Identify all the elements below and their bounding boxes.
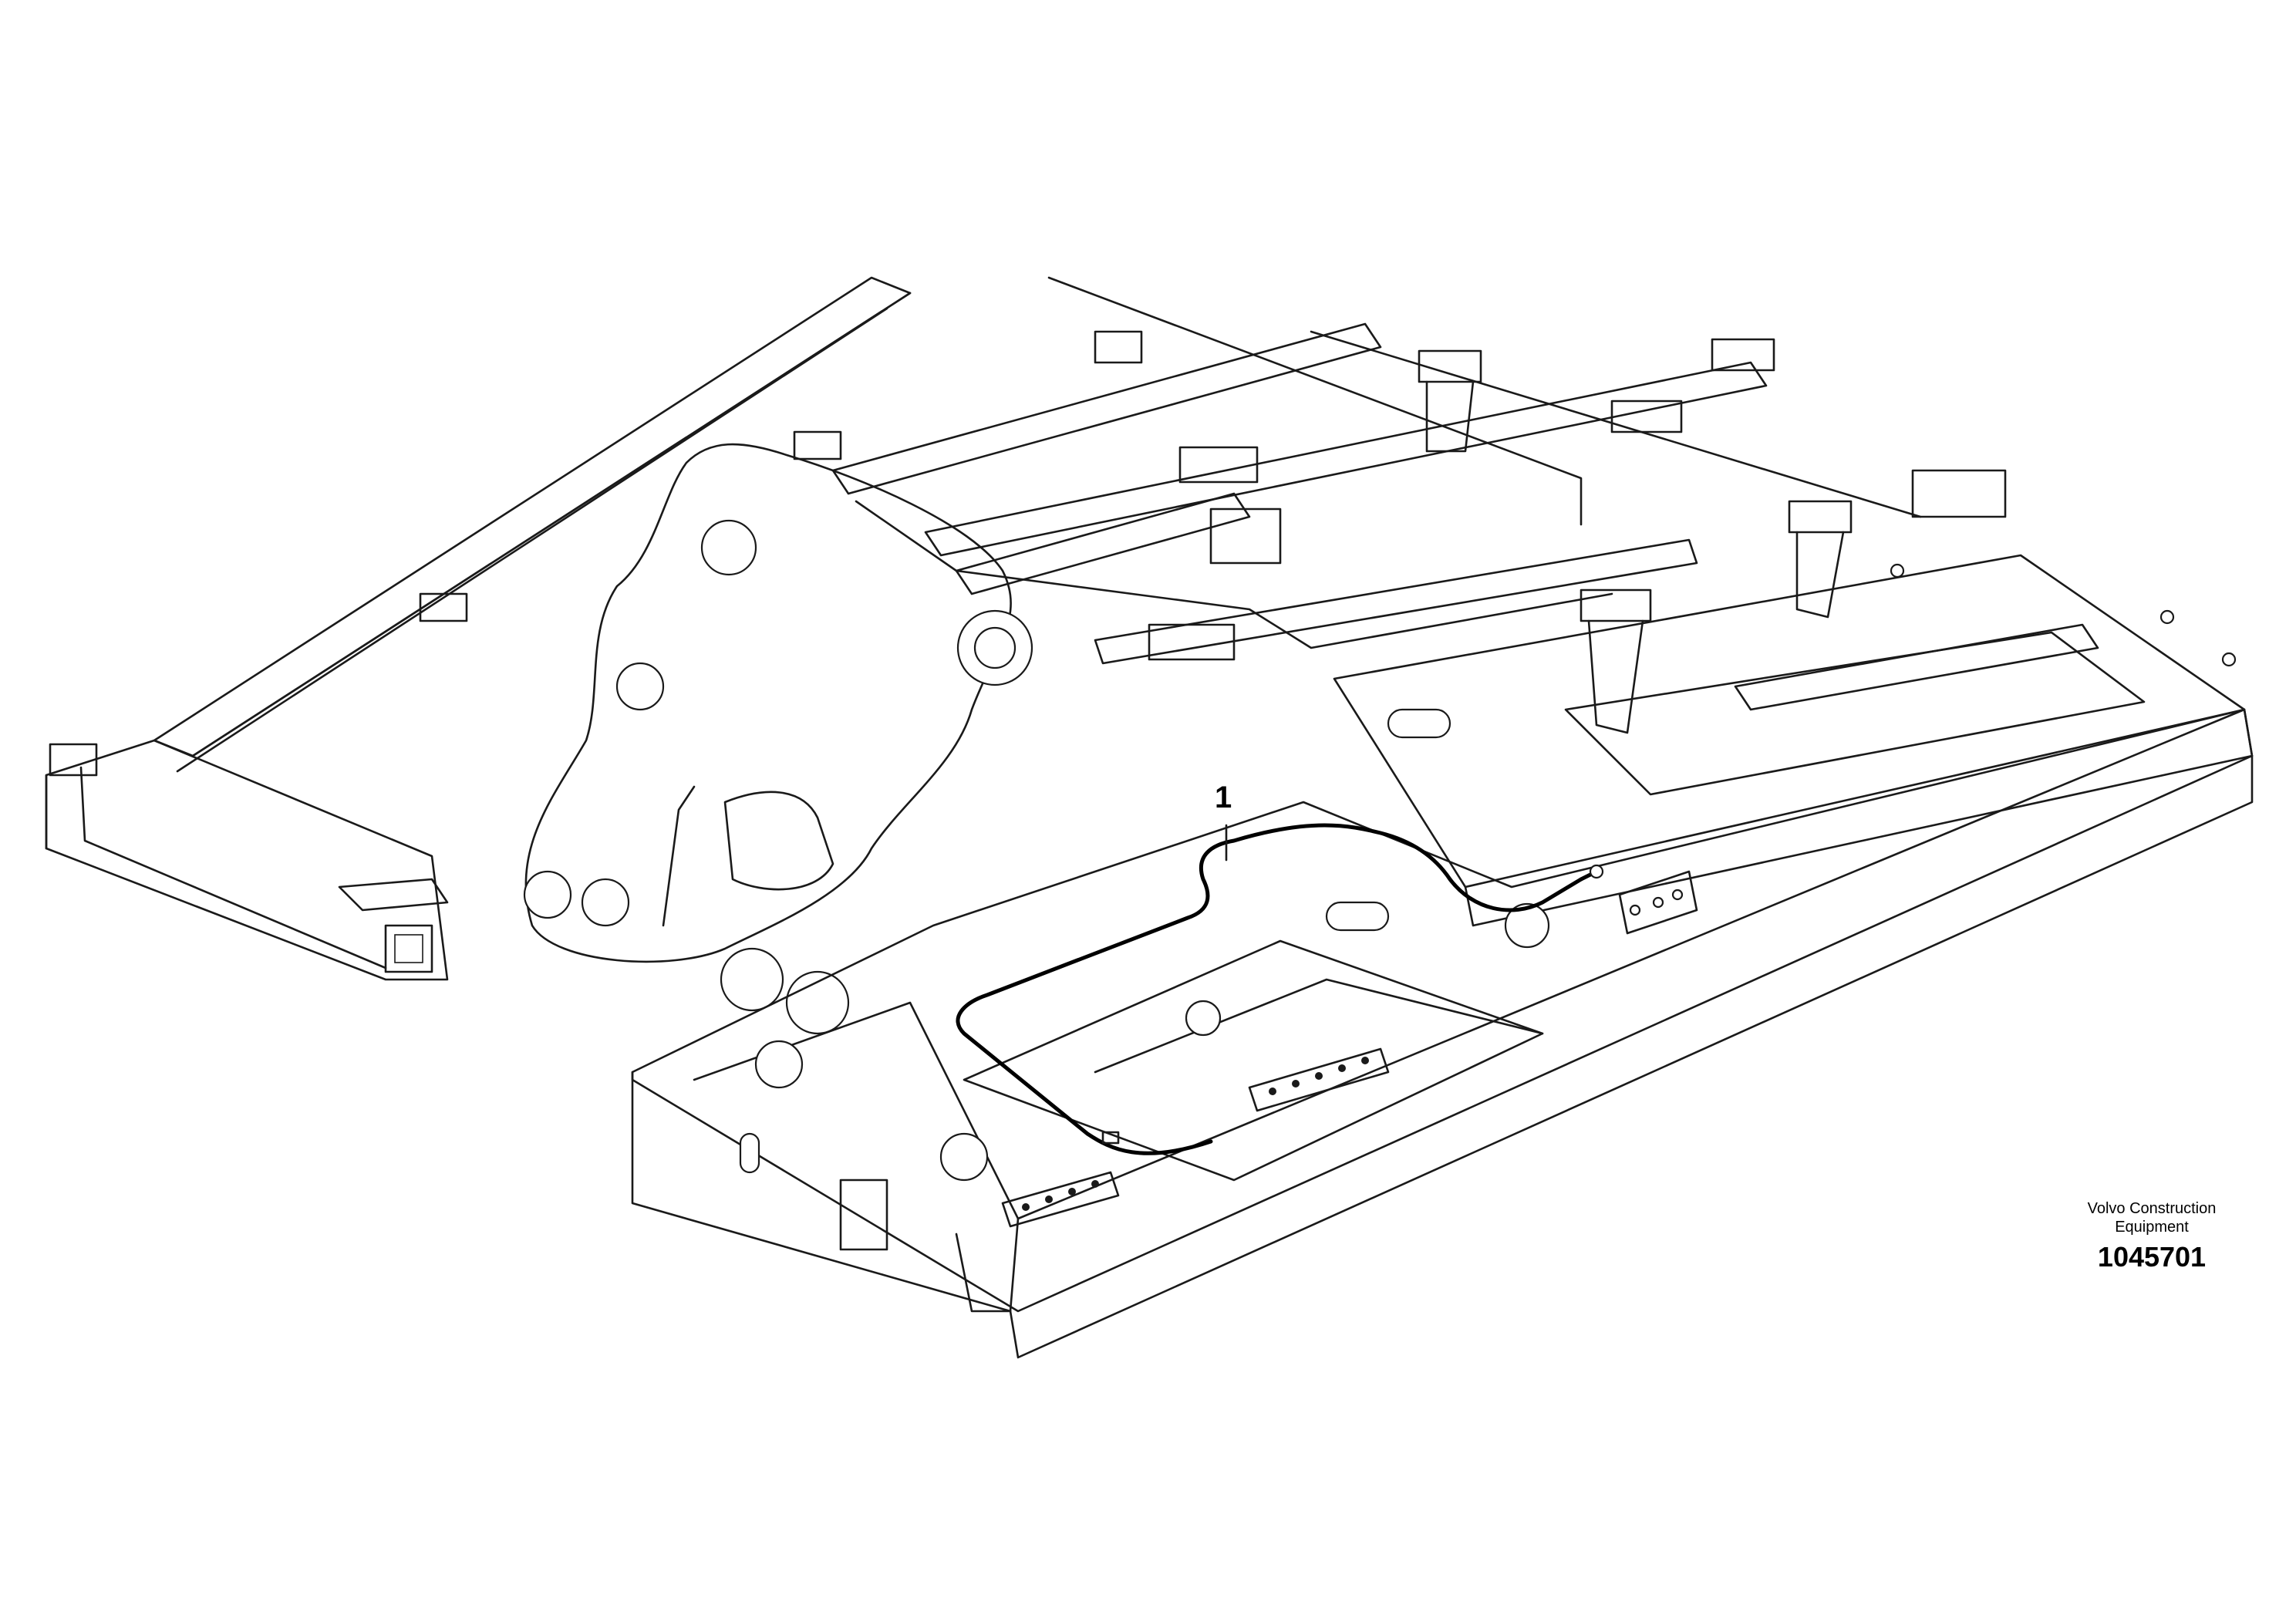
left-frame-block (45, 739, 449, 981)
wiring-harness (956, 823, 1604, 1155)
boom-mount (523, 443, 1033, 1035)
callout-label-1: 1 (1215, 781, 1232, 814)
connector-block (1618, 870, 1698, 935)
brand-line-1: Volvo Construction (2087, 1200, 2217, 1217)
bracket-pedestals (1094, 330, 2007, 734)
rear-beam (153, 276, 912, 773)
bolt-rows (1001, 1047, 1390, 1228)
drawing-number: 1045701 (2097, 1241, 2207, 1273)
upper-rails (831, 276, 1922, 665)
drawing-credit: Volvo Construction Equipment 1045701 (2036, 1199, 2267, 1273)
front-platform (631, 708, 2254, 1359)
brand-line-2: Equipment (2115, 1219, 2189, 1236)
